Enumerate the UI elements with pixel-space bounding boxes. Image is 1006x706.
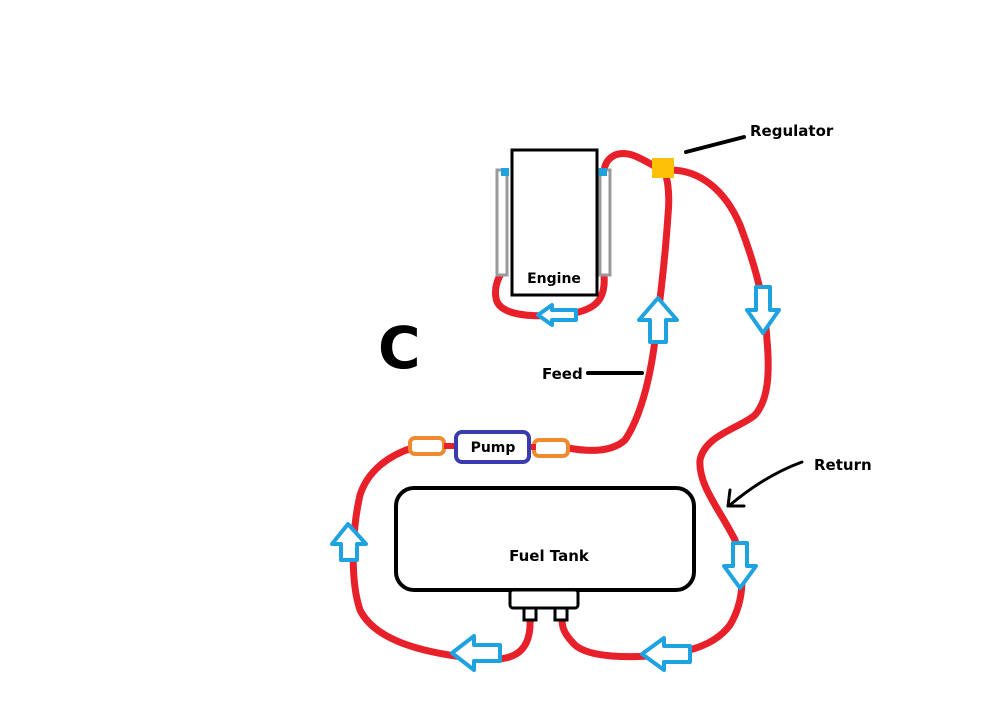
pump-label: Pump bbox=[471, 440, 516, 456]
flow-arrow-icon bbox=[640, 636, 692, 672]
panel-letter: C bbox=[378, 314, 421, 382]
flow-arrow-icon bbox=[722, 541, 758, 590]
feed-label: Feed bbox=[542, 365, 583, 383]
flow-arrow-icon bbox=[330, 522, 368, 562]
pump-icon bbox=[454, 430, 531, 464]
flow-arrow-icon bbox=[536, 303, 578, 327]
engine: Engine bbox=[495, 148, 612, 297]
filter-right-icon bbox=[532, 438, 570, 458]
return-pointer-arrow bbox=[726, 460, 804, 508]
engine-label: Engine bbox=[527, 271, 581, 287]
flow-arrow-icon bbox=[745, 285, 781, 335]
fuel-tank-label: Fuel Tank bbox=[509, 547, 590, 565]
fuel-rail-left-fitting-icon bbox=[501, 168, 509, 176]
flow-arrow-icon bbox=[637, 296, 679, 344]
fuel-tank: Fuel Tank bbox=[394, 486, 696, 622]
fuel-tank-outlet-left bbox=[522, 606, 538, 622]
filter-left-icon bbox=[408, 436, 446, 456]
fuel-tank-outlet-right bbox=[553, 606, 569, 622]
regulator-label: Regulator bbox=[750, 122, 834, 140]
fuel-line-engine-loop bbox=[492, 268, 608, 320]
engine-block bbox=[510, 148, 599, 297]
return-label: Return bbox=[814, 456, 872, 474]
flow-arrows bbox=[330, 285, 781, 672]
regulator-leader-line bbox=[684, 135, 746, 154]
fuel-rail-right-icon bbox=[598, 168, 612, 277]
fuel-lines bbox=[349, 150, 772, 663]
fuel-line-regulator-to-engine bbox=[600, 150, 662, 178]
fuel-line-return bbox=[558, 166, 772, 661]
regulator-icon bbox=[652, 158, 674, 178]
fuel-tank-outlet-housing bbox=[508, 588, 580, 610]
flow-arrow-icon bbox=[450, 634, 502, 672]
fuel-rail-right-fitting-icon bbox=[599, 168, 607, 176]
fuel-rail-left-icon bbox=[495, 168, 509, 277]
fuel-tank-body bbox=[394, 486, 696, 592]
